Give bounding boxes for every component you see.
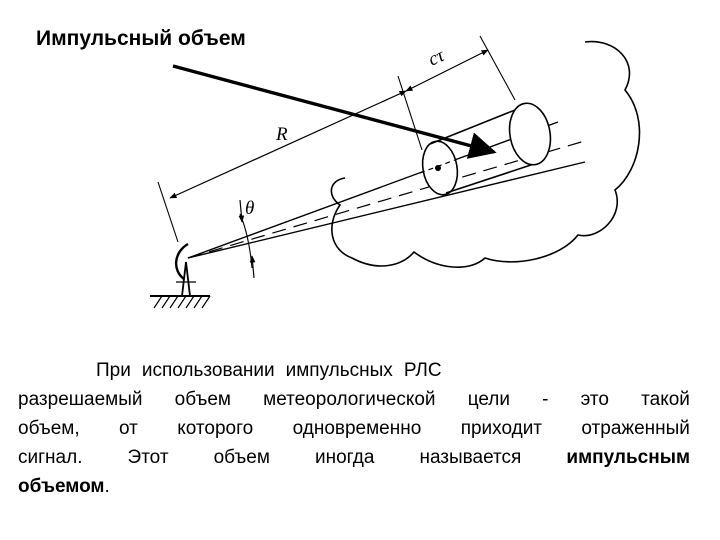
range-label: R <box>275 124 288 145</box>
description-paragraph: При использовании импульсных РЛС разреша… <box>18 356 690 501</box>
pointer-arrow <box>172 64 497 159</box>
beam-angle-label: θ <box>245 198 254 219</box>
cloud-outline <box>330 40 641 268</box>
ground-hatch <box>150 295 211 309</box>
slide-title: Импульсный объем <box>36 27 246 50</box>
beam-angle-marker <box>238 199 256 279</box>
paragraph-line-3: объем, от которого одновременно приходит… <box>18 418 690 439</box>
paragraph-line-2: разрешаемый объем метеорологической цели… <box>18 389 690 410</box>
pulse-volume-cylinder <box>419 102 552 196</box>
beam-axis <box>187 139 589 259</box>
pulse-length-label: cτ <box>425 45 449 71</box>
pulse-length-dimension <box>405 35 516 101</box>
term-highlight: импульсным <box>566 447 690 468</box>
beam-edge-upper <box>187 121 559 259</box>
beam-edge-lower <box>187 161 586 259</box>
radar-pulse-volume-diagram: R cτ θ <box>150 35 641 309</box>
paragraph-line-1: При использовании импульсных РЛС <box>96 360 442 381</box>
range-dimension <box>157 75 423 243</box>
paragraph-line-4: сигнал. Этот объем иногда называется имп… <box>18 443 690 472</box>
radar-antenna-icon <box>175 242 196 297</box>
paragraph-line-5: объемом. <box>18 472 690 501</box>
term-highlight-continued: объемом <box>18 476 105 497</box>
